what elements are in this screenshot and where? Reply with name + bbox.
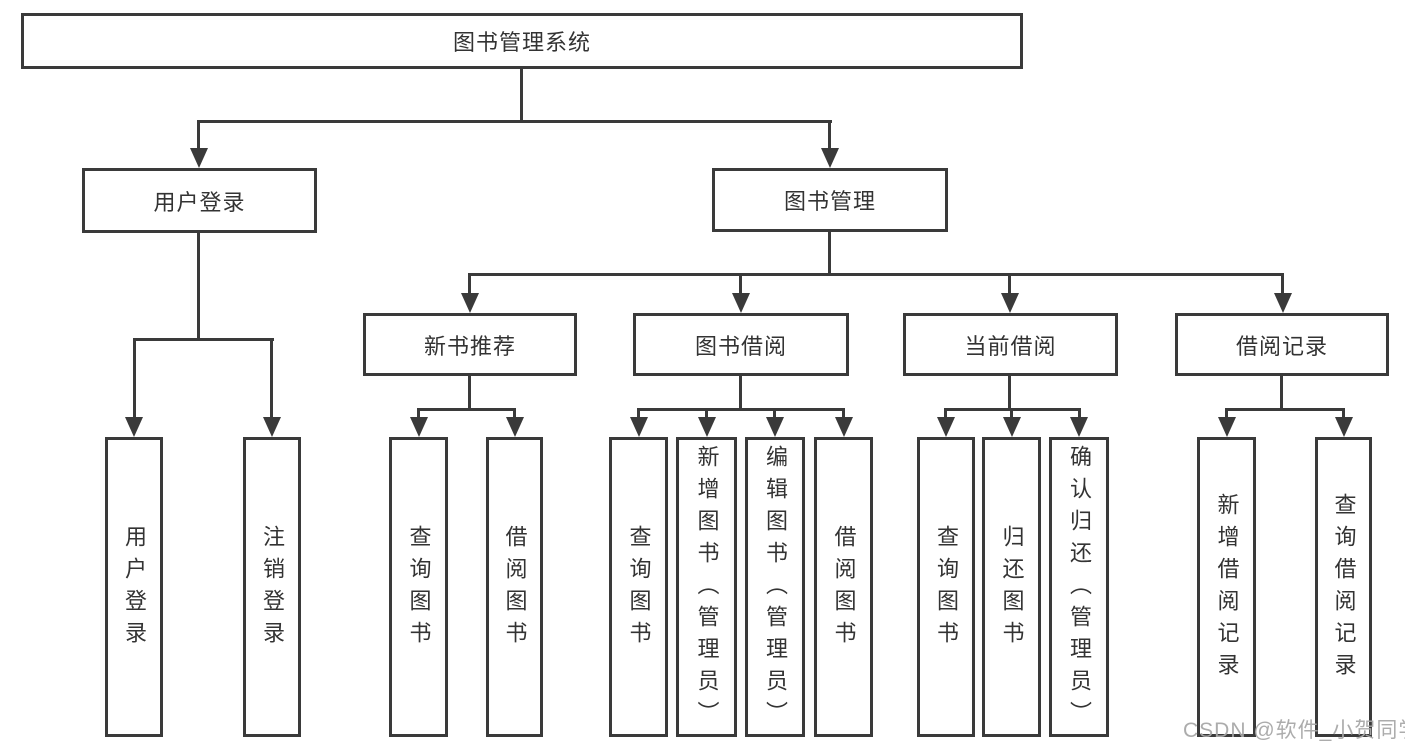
connector-drop-leaf-logout [270,338,273,418]
node-borrowing-records: 借阅记录 [1175,313,1389,376]
arrowhead-down-icon [698,417,716,437]
csdn-watermark: CSDN @软件_小贺同学 [1183,719,1405,742]
connector-new-book-rec-stem [468,376,471,411]
connector-root-rail [197,120,832,123]
connector-drop-leaf [1010,408,1013,419]
node-book-management: 图书管理 [712,168,948,232]
connector-drop-leaf-user-login [133,338,136,418]
node-label: 用户登录 [122,525,147,653]
connector-borrowing-records-rail [1225,408,1345,411]
connector-book-borrowing-rail [637,408,845,411]
arrowhead-down-icon [766,417,784,437]
connector-user-login-stem [197,233,200,341]
arrowhead-down-icon [461,293,479,313]
connector-drop-leaf [1342,408,1345,419]
node-leaf-logout: 注销登录 [243,437,301,737]
node-label: 图书管理 [783,189,876,214]
node-leaf-add-borrow-record: 新增借阅记录 [1197,437,1256,737]
node-leaf-borrow-books-2: 借阅图书 [814,437,873,737]
node-leaf-return-books: 归还图书 [982,437,1041,737]
node-leaf-add-books-admin: 新增图书（管理员） [676,437,737,737]
node-label: 查询图书 [626,525,652,653]
connector-drop-new-book-rec [468,273,471,294]
node-label: 查询借阅记录 [1331,493,1357,685]
connector-drop-leaf [842,408,845,419]
node-leaf-query-books-2: 查询图书 [609,437,668,737]
arrowhead-down-icon [506,417,524,437]
arrowhead-down-icon [937,417,955,437]
connector-drop-leaf [773,408,776,419]
connector-current-borrowing-stem [1008,376,1011,411]
node-leaf-borrow-books-1: 借阅图书 [486,437,543,737]
arrowhead-down-icon [835,417,853,437]
node-label: 新书推荐 [423,333,516,359]
arrowhead-down-icon [1218,417,1236,437]
arrowhead-down-icon [1335,417,1353,437]
arrowhead-down-icon [630,417,648,437]
node-book-borrowing: 图书借阅 [633,313,849,376]
connector-book-management-rail [468,273,1284,276]
connector-new-book-rec-rail [417,408,516,411]
arrowhead-down-icon [1003,417,1021,437]
connector-drop-book-borrowing [739,273,742,294]
arrowhead-down-icon [263,417,281,437]
node-leaf-user-login: 用户登录 [105,437,163,737]
connector-drop-leaf [1078,408,1081,419]
arrowhead-down-icon [1070,417,1088,437]
arrowhead-down-icon [821,148,839,168]
arrowhead-down-icon [125,417,143,437]
node-leaf-query-borrow-record: 查询借阅记录 [1315,437,1372,737]
arrowhead-down-icon [410,417,428,437]
node-root-library-management-system: 图书管理系统 [21,13,1023,69]
node-leaf-confirm-return-admin: 确认归还（管理员） [1049,437,1109,737]
node-label: 编辑图书（管理员） [763,445,788,733]
node-label: 图书借阅 [694,333,787,359]
arrowhead-down-icon [732,293,750,313]
node-user-login: 用户登录 [82,168,317,233]
node-label: 查询图书 [406,525,432,653]
node-leaf-query-books-3: 查询图书 [917,437,975,737]
connector-book-management-stem [828,232,831,276]
connector-book-borrowing-stem [739,376,742,411]
connector-user-login-rail [133,338,274,341]
connector-drop-leaf [705,408,708,419]
connector-root-stem [520,69,523,123]
connector-drop-leaf [417,408,420,419]
node-label: 图书管理系统 [452,30,591,55]
connector-drop-user-login [197,120,200,150]
node-new-book-recommendation: 新书推荐 [363,313,577,376]
connector-drop-borrowing-records [1281,273,1284,294]
connector-drop-leaf [944,408,947,419]
connector-drop-leaf [637,408,640,419]
arrowhead-down-icon [1001,293,1019,313]
node-leaf-query-books-1: 查询图书 [389,437,448,737]
node-label: 查询图书 [934,525,959,653]
connector-drop-leaf [513,408,516,419]
node-leaf-edit-books-admin: 编辑图书（管理员） [745,437,805,737]
node-label: 借阅图书 [831,525,857,653]
connector-borrowing-records-stem [1280,376,1283,411]
connector-drop-book-management [828,120,831,150]
node-label: 用户登录 [153,189,246,215]
arrowhead-down-icon [190,148,208,168]
node-label: 借阅图书 [502,525,528,653]
connector-drop-leaf [1225,408,1228,419]
arrowhead-down-icon [1274,293,1292,313]
node-label: 借阅记录 [1235,333,1328,359]
node-label: 确认归还（管理员） [1067,445,1092,733]
node-label: 新增借阅记录 [1214,493,1240,685]
connector-drop-current-borrowing [1008,273,1011,294]
node-label: 注销登录 [260,525,285,653]
node-current-borrowing: 当前借阅 [903,313,1118,376]
node-label: 新增图书（管理员） [694,445,720,733]
node-label: 归还图书 [999,525,1025,653]
node-label: 当前借阅 [964,333,1057,359]
